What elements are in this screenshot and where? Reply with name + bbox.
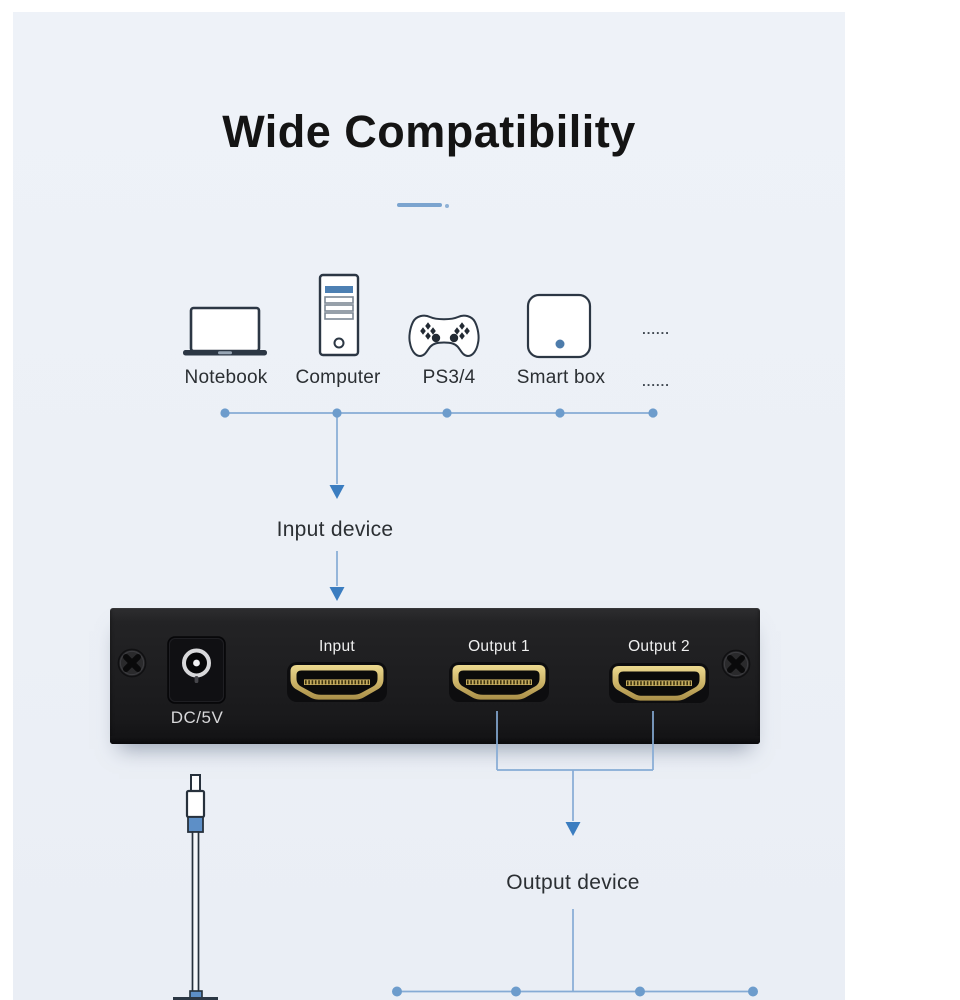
more-devices-ellipsis-top: ......: [642, 322, 670, 337]
title-divider: [397, 203, 442, 207]
device-label-ps34: PS3/4: [422, 367, 476, 388]
hdmi-output1-label: Output 1: [468, 638, 530, 655]
laptop-icon: [183, 306, 267, 356]
hdmi-input-port-icon: [287, 662, 387, 702]
input-device-label: Input device: [276, 518, 394, 541]
panel-bottom-bevel: [110, 736, 760, 744]
infographic-background: [13, 12, 845, 1000]
smart-box-icon: [526, 293, 592, 359]
device-label-notebook: Notebook: [184, 367, 268, 388]
dc-power-jack: [167, 636, 226, 704]
device-label-smartbox: Smart box: [516, 367, 606, 388]
page-title: Wide Compatibility: [222, 106, 636, 157]
output-device-label: Output device: [506, 871, 640, 894]
tower-pc-icon: [318, 273, 360, 357]
hdmi-output2-port-icon: [609, 663, 709, 703]
dc-power-cable-icon: [173, 774, 218, 1000]
device-label-computer: Computer: [295, 367, 381, 388]
hdmi-input-label: Input: [319, 638, 355, 655]
game-controller-icon: [408, 314, 480, 358]
hdmi-output2-label: Output 2: [628, 638, 690, 655]
hdmi-splitter-panel: DC/5V Input Outp: [110, 608, 760, 744]
more-devices-ellipsis-bottom: ......: [642, 374, 670, 389]
screw-icon-left: [117, 648, 147, 678]
hdmi-output1-port-icon: [449, 662, 549, 702]
title-divider-dot: [445, 204, 449, 208]
power-port-label: DC/5V: [170, 708, 224, 727]
screw-icon-right: [721, 649, 751, 679]
